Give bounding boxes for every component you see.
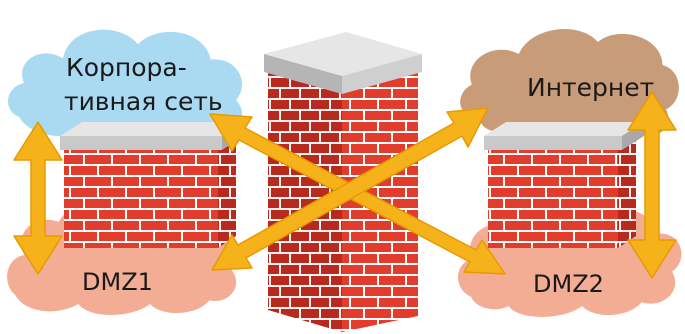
- firewall-icon: [60, 122, 244, 248]
- internet-label: Интернет: [527, 73, 654, 102]
- firewall-icon: [484, 122, 644, 248]
- dmz2-label: DMZ2: [533, 270, 604, 298]
- corporate-network-cloud: Корпора- тивная сеть: [5, 26, 245, 143]
- dmz1-label: DMZ1: [82, 268, 153, 296]
- corporate-label-line1: Корпора-: [66, 53, 187, 82]
- double-arrow-icon: [627, 91, 677, 279]
- corporate-label-line2: тивная сеть: [64, 87, 223, 116]
- double-arrow-icon: [211, 107, 489, 271]
- double-arrow-icon: [13, 121, 63, 275]
